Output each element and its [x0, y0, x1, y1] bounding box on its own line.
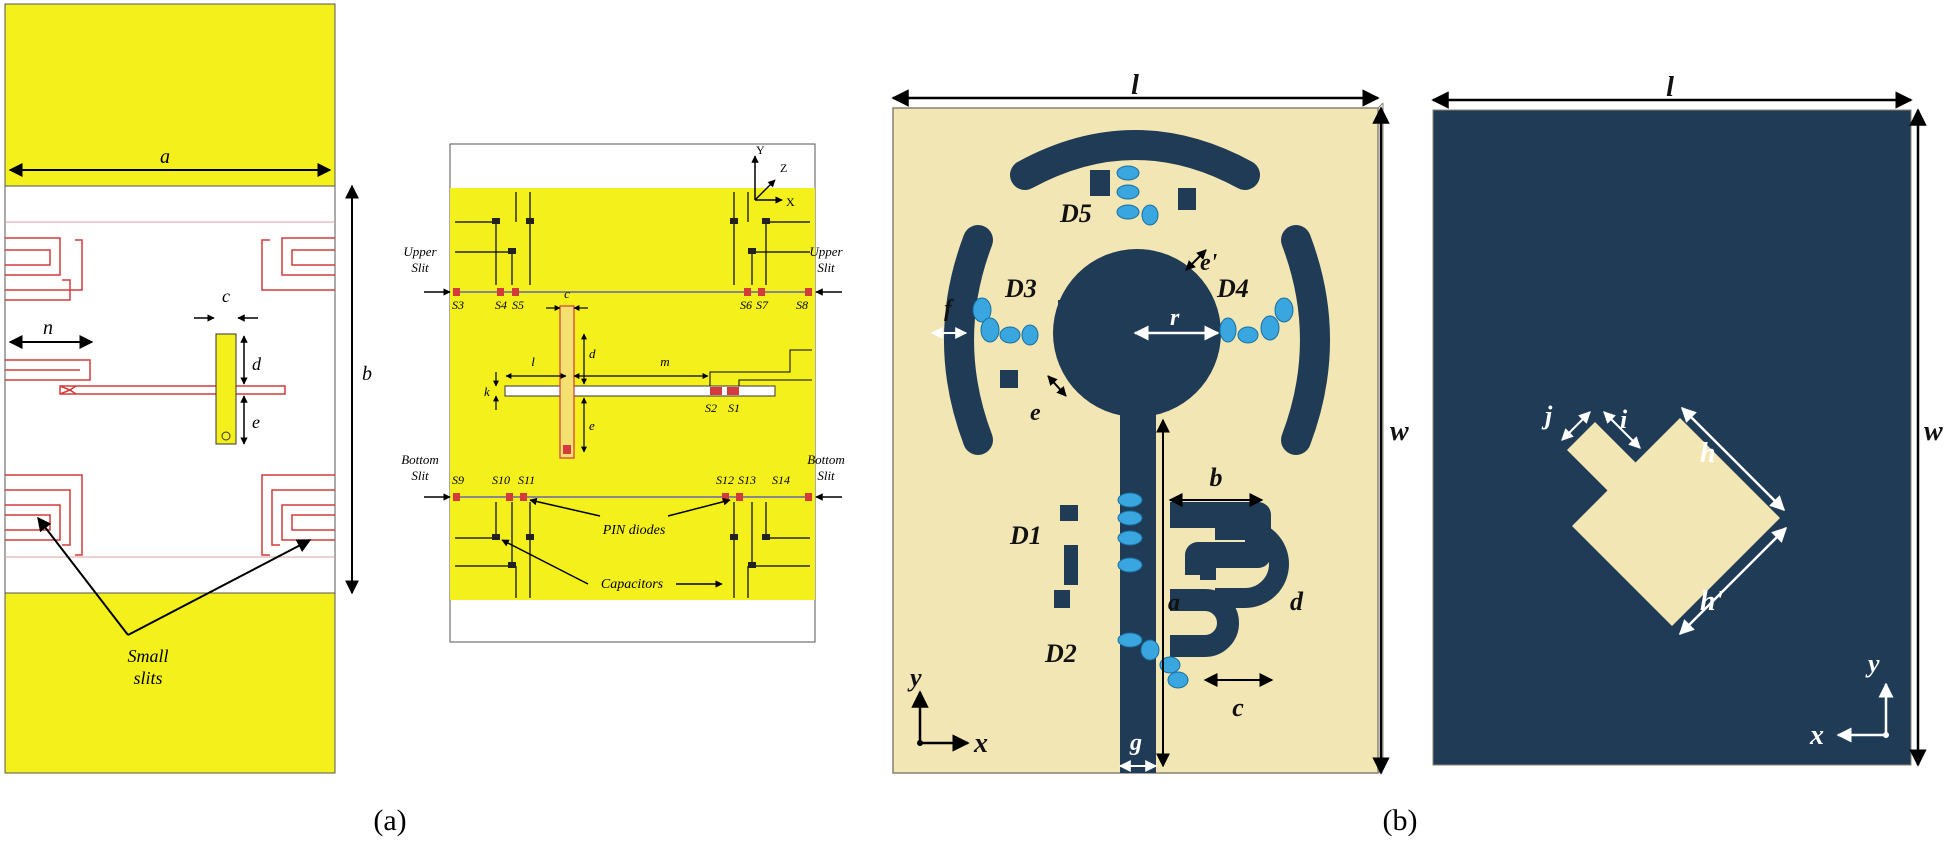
s11-label: S11 [518, 473, 535, 487]
axis-z-label: Z [780, 161, 787, 175]
s5-label: S5 [512, 298, 524, 312]
dim-m-label: m [660, 354, 669, 369]
axis-y-label: Y [756, 143, 765, 157]
small-slits-label-2: slits [133, 668, 162, 688]
caption-b: (b) [1383, 804, 1418, 837]
back-dim-l-label: l [1666, 72, 1674, 103]
front-dim-b-label: b [1210, 463, 1223, 492]
s12-label: S12 [716, 473, 734, 487]
dim-e2-label: e [589, 418, 595, 433]
s14-label: S14 [772, 473, 790, 487]
front-dim-d-label: d [1290, 587, 1304, 616]
front-dim-g-label: g [1129, 730, 1142, 756]
bottom-slit-left-label: Bottom [401, 452, 439, 467]
feed-line [504, 385, 776, 397]
s1-label: S1 [728, 401, 740, 415]
back-dim-i-label: i [1620, 405, 1628, 434]
d1-label: D1 [1009, 521, 1042, 550]
front-dim-r-label: r [1170, 305, 1180, 331]
front-dim-a-label: a [1168, 590, 1180, 616]
upper-slit-right-label-2: Slit [817, 260, 835, 275]
dim-a-label: a [160, 146, 170, 168]
back-axis-y-label: y [1865, 649, 1880, 678]
panel-a-right: Y X Z [401, 143, 845, 643]
dim-n-label: n [43, 317, 53, 339]
front-dim-e-label: e [1030, 400, 1041, 426]
bottom-slit-right-label-2: Slit [817, 468, 835, 483]
feed-strip [215, 333, 237, 445]
pin-diodes [972, 165, 1294, 689]
d2-label: D2 [1044, 639, 1077, 668]
s2-label: S2 [705, 401, 717, 415]
back-axis-x-label: x [1809, 720, 1824, 751]
s13-label: S13 [738, 473, 756, 487]
capacitors-label: Capacitors [601, 577, 664, 592]
back-dim-h-label: h [1700, 438, 1716, 469]
s9-label: S9 [452, 473, 464, 487]
panel-a-left: a b n c d e Small slits [4, 3, 372, 774]
pin-diode-pads [453, 288, 812, 501]
caption-a: (a) [373, 804, 406, 837]
dim-e-label: e [252, 412, 260, 432]
panel-b-back: l w h h' i j y x [1431, 72, 1943, 767]
front-dim-w-label: w [1390, 416, 1409, 447]
vertical-stub [559, 305, 575, 459]
panel-b-front: D5 D3 D4 D1 D2 l w a b c d e e' f r g [891, 70, 1409, 775]
axes-icon [751, 155, 783, 204]
small-slits-label: Small [127, 646, 168, 666]
gold-top-plate [4, 3, 336, 187]
upper-slit-right-label: Upper [809, 244, 843, 259]
front-axis-x-label: x [973, 728, 988, 759]
bottom-slit-right-label: Bottom [807, 452, 845, 467]
back-dim-h-prime-label: h' [1700, 586, 1724, 617]
s10-label: S10 [492, 473, 510, 487]
front-dim-l-label: l [1131, 70, 1139, 101]
bottom-slit-left-label-2: Slit [411, 468, 429, 483]
front-dim-e-prime-label: e' [1200, 250, 1218, 276]
dim-c-label: c [222, 286, 230, 306]
dim-c2-label: c [564, 286, 570, 301]
bias-traces [455, 192, 810, 598]
dim-d2-label: d [589, 346, 596, 361]
back-dim-w-label: w [1924, 416, 1943, 447]
front-dim-c-label: c [1232, 693, 1244, 722]
small-slit-pattern [5, 237, 335, 556]
s4-label: S4 [495, 298, 507, 312]
gold-bottom-plate [4, 592, 336, 774]
dim-l2-label: l [531, 354, 535, 369]
d5-label: D5 [1059, 199, 1092, 228]
d4-label: D4 [1216, 274, 1249, 303]
s6-label: S6 [740, 298, 752, 312]
dim-b-label: b [362, 363, 372, 385]
upper-slit-left-label: Upper [403, 244, 437, 259]
dim-k-label: k [484, 384, 490, 399]
d3-label: D3 [1004, 274, 1037, 303]
front-dim-f-label: f [944, 296, 954, 322]
front-axis-y-label: y [907, 663, 922, 692]
pin-diodes-label: PIN diodes [602, 523, 666, 538]
s8-label: S8 [796, 298, 808, 312]
capacitor-pads [492, 218, 770, 568]
axis-x-label: X [786, 195, 795, 209]
upper-slit-left-label-2: Slit [411, 260, 429, 275]
s3-label: S3 [452, 298, 464, 312]
dim-d-label: d [252, 354, 262, 374]
s7-label: S7 [756, 298, 769, 312]
